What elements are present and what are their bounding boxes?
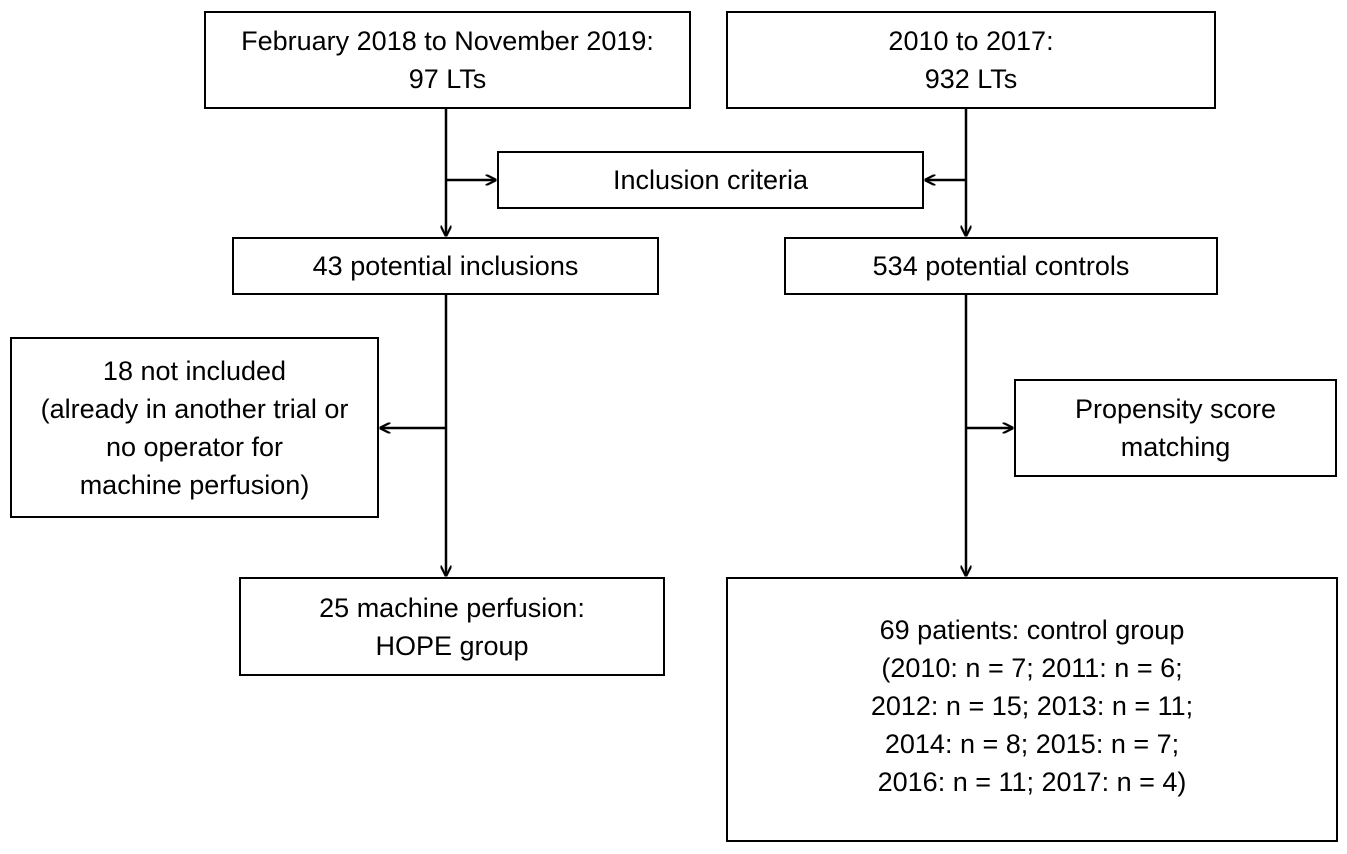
node-propensity: Propensity score matching [1014,379,1337,477]
node-control-line-2: (2010: n = 7; 2011: n = 6; [881,653,1183,683]
node-src-left-line-1: February 2018 to November 2019: [241,26,654,56]
node-pot-ctrl-line-1: 534 potential controls [872,251,1130,281]
node-control-line-5: 2016: n = 11; 2017: n = 4) [877,767,1187,797]
node-src-right-line-1: 2010 to 2017: [888,26,1054,56]
node-control-line-3: 2012: n = 15; 2013: n = 11; [870,691,1194,721]
node-not-incl-line-2: (already in another trial or [40,393,349,424]
node-pot-incl: 43 potential inclusions [232,237,659,295]
node-src-right-line-2: 932 LTs [924,64,1018,94]
node-not-incl: 18 not included (already in another tria… [10,337,379,518]
node-control: 69 patients: control group (2010: n = 7;… [726,577,1338,842]
node-hope: 25 machine perfusion: HOPE group [239,577,665,676]
node-propensity-line-2: matching [1120,432,1231,462]
node-src-left: February 2018 to November 2019: 97 LTs [204,11,691,109]
node-not-incl-line-4: machine perfusion) [79,469,310,500]
node-hope-line-1: 25 machine perfusion: [319,592,585,623]
node-propensity-line-1: Propensity score [1074,394,1277,424]
node-criteria: Inclusion criteria [497,151,924,209]
node-not-incl-line-3: no operator for [105,431,284,462]
node-hope-line-2: HOPE group [375,630,529,661]
node-control-line-4: 2014: n = 8; 2015: n = 7; [884,729,1180,759]
node-src-left-line-2: 97 LTs [408,64,487,94]
node-not-incl-line-1: 18 not included [102,355,287,386]
node-criteria-line-1: Inclusion criteria [612,165,809,195]
node-control-line-1: 69 patients: control group [879,615,1185,645]
node-pot-incl-line-1: 43 potential inclusions [312,251,579,281]
node-pot-ctrl: 534 potential controls [784,237,1218,295]
node-src-right: 2010 to 2017: 932 LTs [726,11,1216,109]
